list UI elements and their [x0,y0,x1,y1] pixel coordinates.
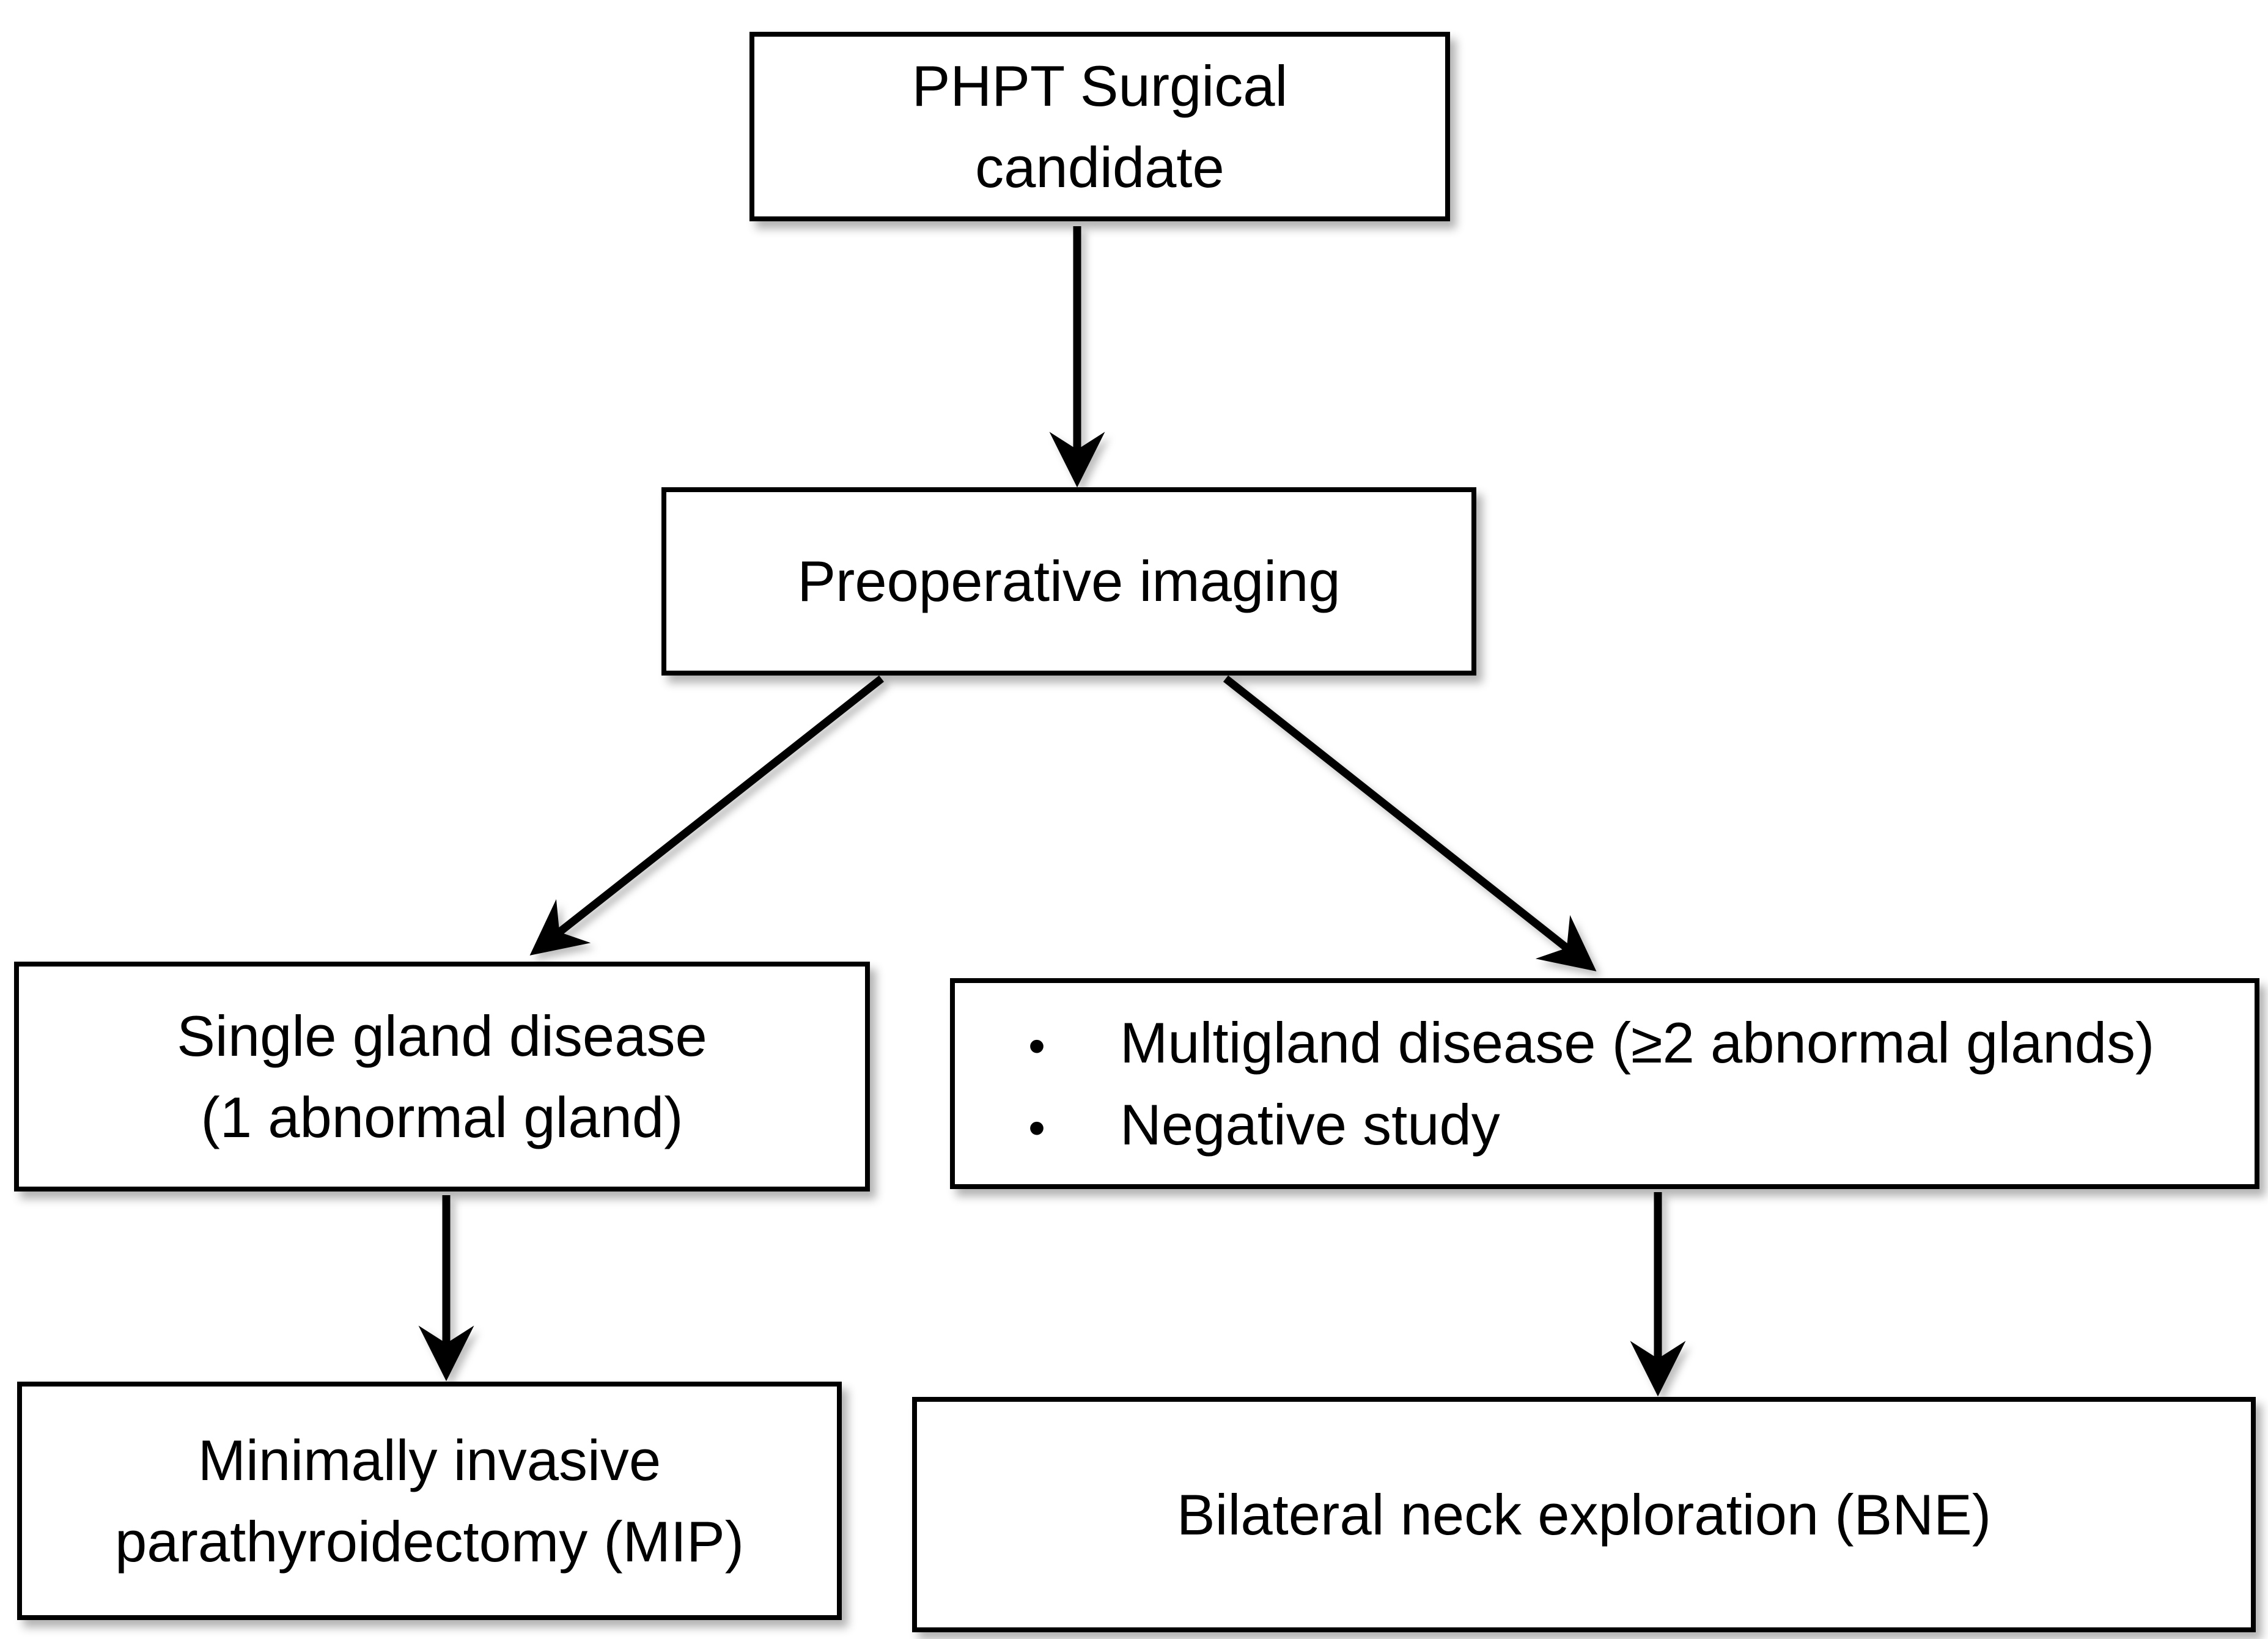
arrow-preop-to-single-gland [529,675,885,956]
node-single-gland-disease: Single gland disease (1 abnormal gland) [14,962,870,1191]
bullet-item: • Multigland disease (≥2 abnormal glands… [1010,1002,2154,1083]
node-label: Bilateral neck exploration (BNE) [1176,1482,1992,1547]
bullet-icon: • [1028,1100,1046,1155]
node-label: candidate [975,135,1224,199]
node-preoperative-imaging: Preoperative imaging [661,487,1476,676]
arrow-preop-to-multigland [1223,675,1597,971]
bullet-icon: • [1028,1018,1046,1074]
node-label: Minimally invasive [197,1427,661,1492]
bullet-item: • Negative study [1010,1084,1500,1165]
node-label: PHPT Surgical [911,53,1288,118]
node-label: parathyroidectomy (MIP) [114,1509,745,1574]
node-multigland-or-negative: • Multigland disease (≥2 abnormal glands… [950,978,2259,1189]
node-phpt-surgical-candidate: PHPT Surgical candidate [749,32,1450,221]
bullet-label: Multigland disease (≥2 abnormal glands) [1120,1011,2155,1075]
node-bilateral-neck-exploration: Bilateral neck exploration (BNE) [912,1397,2256,1632]
bullet-label: Negative study [1120,1092,1500,1157]
node-label: Single gland disease [177,1003,707,1068]
node-label: Preoperative imaging [797,549,1341,614]
node-label: (1 abnormal gland) [201,1085,683,1149]
node-minimally-invasive-parathyroidectomy: Minimally invasive parathyroidectomy (MI… [17,1382,842,1620]
